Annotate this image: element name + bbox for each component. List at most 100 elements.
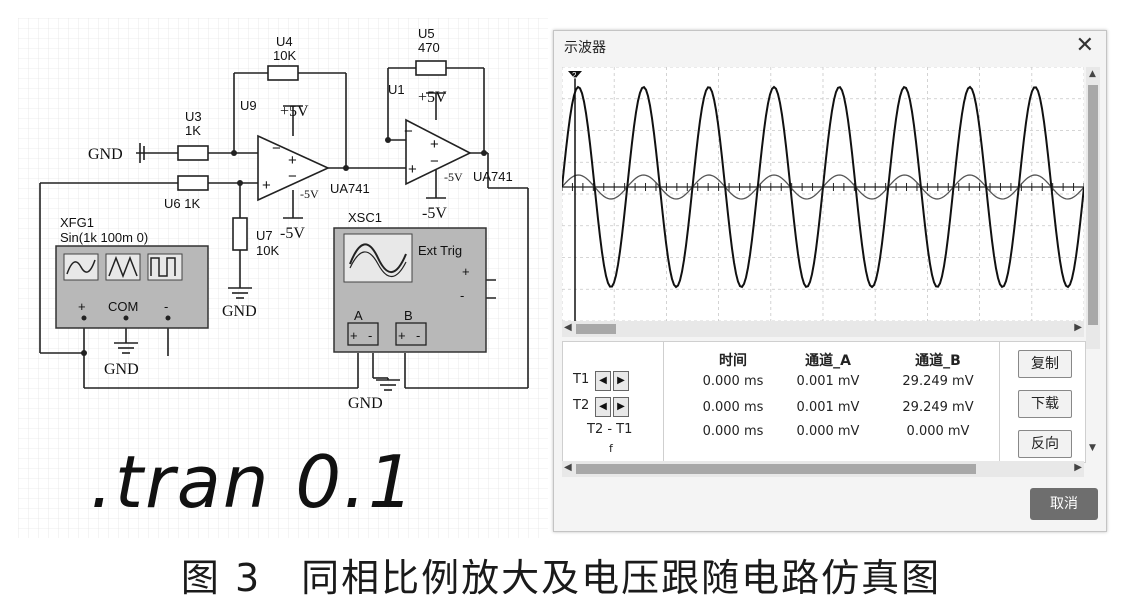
diff-time: 0.000 ms [702, 424, 764, 439]
t2-right-button[interactable]: ▶ [613, 397, 629, 417]
cursor-marker-icon[interactable] [568, 71, 582, 79]
scroll-right-icon[interactable]: ▶ [1074, 462, 1082, 473]
label-gen-minus: - [164, 299, 168, 314]
label-a-minus: - [368, 328, 372, 343]
t2-channel-a: 0.001 mV [796, 400, 860, 415]
t1-channel-a: 0.001 mV [796, 374, 860, 389]
t1-channel-b: 29.249 mV [902, 374, 974, 389]
label-channel-b: B [404, 308, 413, 323]
t2-left-button[interactable]: ◀ [595, 397, 611, 417]
opamp-u9 [257, 134, 330, 202]
scope-display: 2 [562, 67, 1084, 321]
display-horizontal-scrollbar[interactable]: ◀ ▶ [562, 321, 1084, 337]
circuit-schematic: U4 10K U5 470 U3 1K U9 U1 UA741 UA741 U6… [18, 18, 548, 538]
scroll-left-icon[interactable]: ◀ [564, 462, 572, 473]
t2-channel-b: 29.249 mV [902, 400, 974, 415]
resistor-u5 [415, 60, 447, 76]
cursor-t1-label: T1 [573, 372, 590, 387]
label-gnd-xfg: GND [104, 361, 139, 378]
label-u5-value: 470 [418, 40, 440, 55]
cursor-diff-label: T2 - T1 [587, 422, 633, 437]
label-minus5v-b2: -5V [422, 205, 447, 222]
label-u5: U5 [418, 26, 435, 41]
cursor-marker-label: 2 [572, 71, 577, 80]
panel-horizontal-scrollbar[interactable]: ◀ ▶ [562, 461, 1084, 477]
label-a-plus: + [350, 328, 358, 343]
header-channel-a: 通道_A [805, 353, 851, 369]
label-plus5v-b: +5V [418, 89, 447, 106]
resistor-u4 [267, 65, 299, 81]
scroll-down-icon[interactable]: ▼ [1089, 443, 1096, 453]
diff-channel-a: 0.000 mV [796, 424, 860, 439]
window-title: 示波器 [564, 40, 606, 56]
label-u3-value: 1K [185, 123, 201, 138]
t1-left-button[interactable]: ◀ [595, 371, 611, 391]
label-gnd-u7: GND [222, 303, 257, 320]
cancel-button[interactable]: 取消 [1030, 488, 1098, 520]
measurement-panel: T1 ◀ ▶ T2 ◀ ▶ T2 - T1 f 时间 通道_A 通道_B 0.0… [562, 341, 1086, 463]
label-trig-minus: - [460, 288, 464, 303]
label-gnd-scope: GND [348, 395, 383, 412]
label-minus5v-b: -5V [444, 170, 463, 184]
header-time: 时间 [719, 353, 747, 369]
label-u4-value: 10K [273, 48, 296, 63]
label-u1: U1 [388, 82, 405, 97]
close-icon[interactable]: ✕ [1075, 33, 1094, 58]
label-plus5v-a: +5V [280, 103, 309, 120]
opamp-u9-plus-sign: + [288, 152, 297, 169]
t2-time: 0.000 ms [702, 400, 764, 415]
opamp-u1 [405, 118, 472, 186]
scrollbar-thumb[interactable] [1088, 85, 1098, 325]
label-b-minus: - [416, 328, 420, 343]
window-titlebar: 示波器 ✕ [554, 31, 1106, 63]
label-gnd-left: GND [88, 146, 123, 163]
label-xsc1: XSC1 [348, 210, 382, 225]
label-gen-com: COM [108, 299, 138, 314]
opamp-u1-minus: − [404, 123, 413, 140]
scrollbar-thumb[interactable] [576, 324, 616, 334]
label-ua741-a: UA741 [330, 181, 370, 196]
frequency-label: f [609, 442, 613, 455]
opamp-u1-minus-sign: − [430, 153, 439, 170]
opamp-u9-minus: − [272, 140, 281, 157]
scrollbar-thumb[interactable] [576, 464, 976, 474]
label-trig-plus: + [462, 264, 470, 279]
oscilloscope-window: 示波器 ✕ 2 ▲ ◀ ▶ T1 ◀ ▶ T2 ◀ ▶ T2 - T1 f 时间… [553, 30, 1107, 532]
channel-b-waveform [562, 85, 1084, 289]
label-ext-trig: Ext Trig [418, 243, 462, 258]
scroll-left-icon[interactable]: ◀ [564, 322, 572, 333]
resistor-u7 [232, 217, 248, 251]
opamp-u9-minus-sign: − [288, 168, 297, 185]
label-xfg1-param: Sin(1k 100m 0) [60, 230, 148, 245]
tran-command-text: .tran 0.1 [90, 440, 416, 524]
label-ua741-b: UA741 [473, 169, 513, 184]
label-xfg1: XFG1 [60, 215, 94, 230]
copy-button[interactable]: 复制 [1018, 350, 1072, 378]
label-u3: U3 [185, 109, 202, 124]
t1-time: 0.000 ms [702, 374, 764, 389]
panel-vertical-scroll[interactable]: ▼ [1086, 351, 1100, 461]
label-u7-value: 10K [256, 243, 279, 258]
label-gen-plus: + [78, 299, 86, 314]
label-minus5v-a2: -5V [280, 225, 305, 242]
diff-channel-b: 0.000 mV [906, 424, 970, 439]
figure-caption: 图 3 同相比例放大及电压跟随电路仿真图 [180, 556, 942, 600]
scroll-up-icon[interactable]: ▲ [1089, 69, 1096, 79]
resistor-u6 [177, 175, 209, 191]
label-u6: U6 1K [164, 196, 200, 211]
header-channel-b: 通道_B [915, 353, 961, 369]
vertical-scrollbar[interactable]: ▲ [1086, 67, 1100, 349]
label-u7: U7 [256, 228, 273, 243]
scroll-right-icon[interactable]: ▶ [1074, 322, 1082, 333]
reverse-button[interactable]: 反向 [1018, 430, 1072, 458]
label-u4: U4 [276, 34, 293, 49]
opamp-u9-plus: + [262, 177, 271, 194]
resistor-u3 [177, 145, 209, 161]
label-b-plus: + [398, 328, 406, 343]
download-button[interactable]: 下载 [1018, 390, 1072, 418]
label-minus5v-a: -5V [300, 187, 319, 201]
t1-right-button[interactable]: ▶ [613, 371, 629, 391]
cursor-t2-label: T2 [573, 398, 590, 413]
label-channel-a: A [354, 308, 363, 323]
opamp-u1-plus: + [408, 161, 417, 178]
